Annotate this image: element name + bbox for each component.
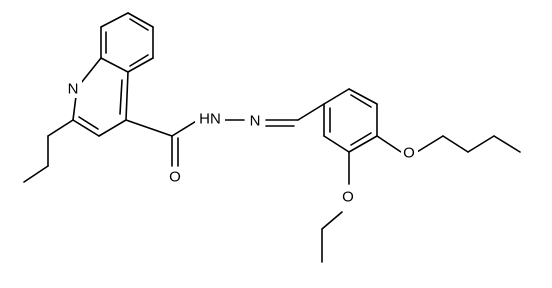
- atom-label-carbonyl-o: O: [167, 168, 184, 186]
- carbohydrazide-linker: [125, 119, 299, 167]
- svg-text:O: O: [403, 145, 415, 162]
- propyl-chain: [23, 119, 74, 183]
- quinoline-benzo-ring: [100, 12, 154, 73]
- atom-label-hydrazone-nh: HN: [195, 110, 225, 128]
- svg-text:O: O: [169, 169, 181, 186]
- ethoxy-chain: [321, 151, 350, 263]
- svg-text:HN: HN: [199, 111, 221, 128]
- svg-text:N: N: [68, 81, 79, 98]
- svg-text:N: N: [250, 113, 261, 130]
- atom-label-ethoxy-o: O: [340, 188, 357, 206]
- atom-label-hydrazone-n: N: [246, 112, 264, 130]
- atom-label-butoxy-o: O: [401, 144, 418, 162]
- svg-text:O: O: [342, 189, 354, 206]
- benzylidene-ring: [297, 88, 378, 153]
- butoxy-chain: [376, 135, 521, 153]
- atom-label-quinoline-n: N: [65, 80, 82, 98]
